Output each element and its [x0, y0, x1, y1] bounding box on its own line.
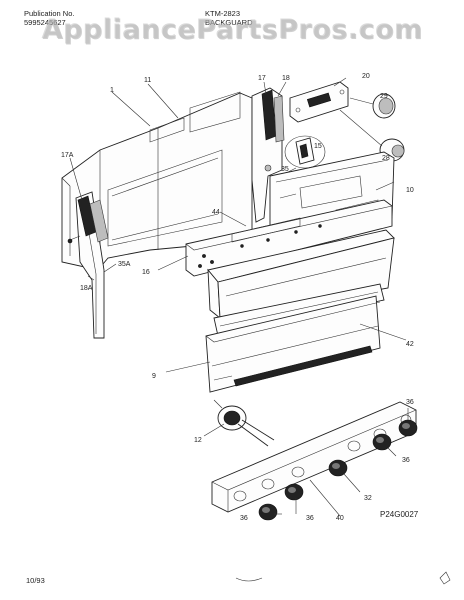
knob-panel	[211, 401, 417, 513]
callout-36-right: 36	[402, 457, 410, 464]
callout-labels: 1 11 17 18 20 29 15 28 35 17A 10 44 16 3…	[61, 73, 414, 522]
callout-12: 12	[194, 437, 202, 444]
switch-mounting-panel	[185, 199, 393, 277]
footer-mark	[235, 577, 263, 582]
callout-36-left: 36	[240, 515, 248, 522]
callout-1: 1	[110, 87, 114, 94]
callout-40: 40	[336, 515, 344, 522]
drawing-code: P24G0027	[380, 510, 419, 519]
upper-trim	[207, 229, 395, 319]
watermark: AppliancePartsPros.com	[41, 14, 423, 45]
igniter-switch	[213, 399, 275, 447]
callout-32: 32	[364, 495, 372, 502]
timer-knob	[349, 93, 396, 119]
burner-knob-4	[372, 433, 392, 451]
publication-label: Publication No.	[24, 9, 75, 18]
callout-17a: 17A	[61, 152, 74, 159]
callout-35a: 35A	[118, 261, 131, 268]
callout-44: 44	[212, 209, 220, 216]
publication-number: 5995245627	[24, 18, 66, 27]
burner-knob-3	[328, 459, 348, 477]
leader-lines	[69, 77, 409, 517]
callout-28: 28	[382, 155, 390, 162]
section-title: BACKGUARD	[205, 18, 253, 27]
burner-knob-5	[398, 419, 418, 437]
callout-35: 35	[281, 166, 289, 173]
callout-20: 20	[362, 73, 370, 80]
burner-knob-2	[284, 483, 304, 501]
clock-set-knob	[339, 109, 405, 162]
callout-10: 10	[406, 187, 414, 194]
burner-knob-1	[258, 503, 278, 521]
callout-42: 42	[406, 341, 414, 348]
switch-block	[284, 135, 326, 169]
right-end-bracket	[251, 87, 285, 223]
callout-11: 11	[144, 77, 151, 84]
callout-18: 18	[282, 75, 290, 82]
callout-17: 17	[258, 75, 266, 82]
manifold-panel	[213, 283, 385, 337]
callout-9: 9	[152, 373, 156, 380]
clock-bracket	[289, 81, 349, 123]
callout-36-mid: 36	[306, 515, 314, 522]
callout-16: 16	[142, 269, 150, 276]
left-end-bracket	[67, 191, 109, 339]
callout-18a: 18A	[80, 285, 93, 292]
corner-mark	[439, 571, 451, 585]
callout-29: 29	[380, 93, 388, 100]
callout-36-top: 36	[406, 399, 414, 406]
callout-15: 15	[314, 143, 322, 150]
revision-date: 10/93	[26, 576, 45, 585]
model-number: KTM-2823	[205, 9, 241, 18]
vent-grille	[205, 295, 381, 393]
